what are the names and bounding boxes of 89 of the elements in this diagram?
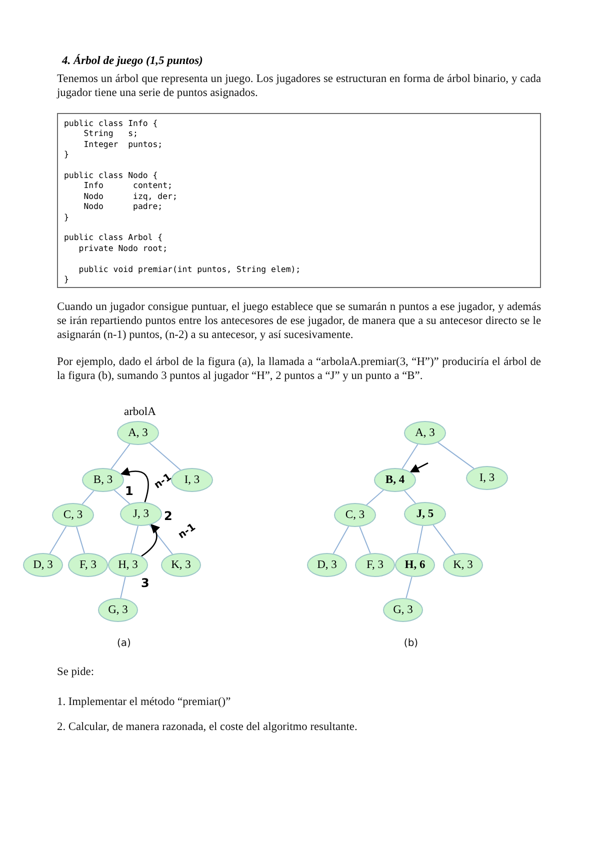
node-text: D, 3 [33,559,53,571]
code-line: String s; [82,128,139,139]
code-line: } [64,149,70,160]
tree-edge [438,442,474,470]
code-line: } [64,274,70,284]
tree-edge [110,444,130,470]
handwritten-number: 1 [125,484,134,498]
tree-edge [366,490,384,506]
tree-node [23,553,63,577]
node-text: A, 3 [128,427,148,439]
figure-caption: (b) [402,637,420,651]
handwritten-number: 2 [164,509,172,523]
paragraph: Se pide: [57,665,96,679]
handwritten-number: 3 [141,576,150,590]
code-line: private Nodo root; [78,242,169,254]
tree-edge [332,526,350,554]
list-item: 1. Implementar el método “premiar()” [57,695,232,709]
tree-edge [406,576,412,599]
node-text: J, 3 [133,508,149,520]
code-line: Integer puntos; [82,138,164,150]
node-text: K, 3 [453,559,473,571]
node-text: G, 3 [393,604,413,616]
tree-node [108,553,148,577]
tree-edge [82,490,94,505]
tree-edge [404,490,416,504]
code-line: } [64,212,70,222]
node-text: D, 3 [317,559,337,571]
tree-node [307,553,347,577]
node-text: C, 3 [345,509,365,521]
tree-node [52,503,94,527]
node-text: I, 3 [184,474,200,486]
tree-node [466,466,508,490]
node-text: B, 3 [93,474,113,486]
tree-node [374,468,416,492]
tree-edge [432,524,456,555]
tree-edge [149,442,181,470]
tree-edge [120,576,126,599]
tree-node [395,553,435,577]
tree-node [117,421,159,445]
tree-node [334,503,376,527]
tree-edge [114,490,130,504]
tree-edge [76,526,85,554]
tree-node [404,502,446,526]
code-box [57,113,541,288]
tree-edge [359,526,371,554]
tree-edge [416,525,424,554]
arrow [120,467,149,502]
node-text: A, 3 [415,427,435,439]
paragraph: Por ejemplo, dado el árbol de la figura (a), la llamada a “arbolaA.premiar(3, “H”)” produciría el árbol de la figura (b), sumando 3 puntos al jugador “H”, 2 puntos a “J” y un punto a “B”. [57,355,541,383]
node-text: H, 3 [118,559,138,571]
paragraph: Tenemos un árbol que representa un juego. Los jugadores se estructuran en forma de árbol binario, y cada jugador tiene una serie de puntos asignados. [57,72,541,100]
code-line: public void premiar(int puntos, String elem); [78,264,302,274]
code-line: Info content; [82,180,174,191]
node-text: K, 3 [171,559,191,571]
node-text: C, 3 [63,509,83,521]
code-line: public class Info { [64,118,159,128]
code-line: Nodo padre; [82,201,164,212]
tree-node [161,553,201,577]
code-line: Nodo izq, der; [82,190,178,202]
node-text: F, 3 [366,559,384,571]
tree-node [68,553,108,577]
node-text: G, 3 [108,604,128,616]
node-text: H, 6 [404,559,426,571]
paragraph: Cuando un jugador consigue puntuar, el juego establece que se sumarán n puntos a ese jugador, y además se irán repartiendo puntos entre los antecesores de ese jugador, de manera que a su antecesor directo se le asignarán (n-1) puntos, (n-2) a su antecesor, y así sucesivamente. [57,300,541,342]
tree-node [383,598,423,622]
tree-node [98,598,138,622]
handwritten-label: n-1 [176,522,198,542]
node-text: J, 5 [416,508,434,520]
tree-node [443,553,483,577]
tree-node [355,553,395,577]
heading: 4. Árbol de juego (1,5 puntos) [62,55,203,67]
arrow [141,524,160,557]
tree-node [171,468,213,492]
tree-node [404,421,446,445]
code-line: public class Arbol { [64,232,164,243]
tree-edge [49,526,67,554]
tree-edge [402,444,418,470]
arrow [410,462,428,473]
tree-node [120,502,162,526]
tree-name: arbolA [124,406,156,418]
tree-edge [149,524,173,555]
list-item: 2. Calcular, de manera razonada, el coste del algoritmo resultante. [57,720,358,734]
node-text: I, 3 [479,472,495,484]
code-line: public class Nodo { [64,170,159,180]
tree-node [82,468,124,492]
tree-edge [130,525,138,554]
figure-caption: (a) [116,637,132,651]
node-text: F, 3 [80,559,96,571]
node-text: B, 4 [385,474,405,486]
